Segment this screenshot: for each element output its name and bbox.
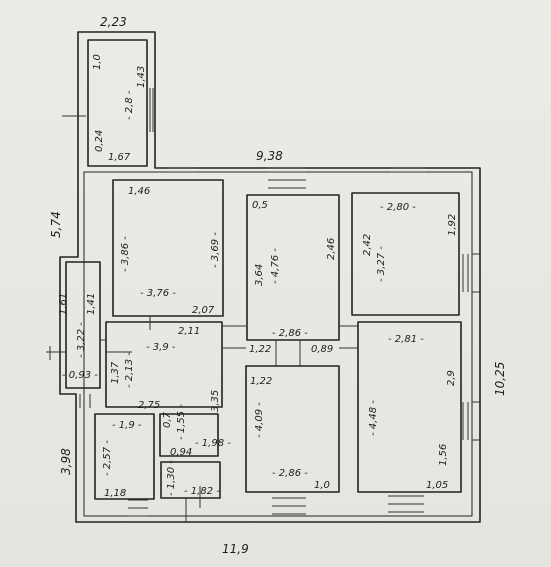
room-g-a: 0,7 — [162, 411, 173, 428]
room-d-h: - 4,48 - — [368, 400, 379, 436]
room-g-b: 0,94 — [170, 447, 192, 458]
porch-h1: 1,61 — [58, 293, 69, 315]
hall — [105, 321, 223, 408]
hall-h3: 3,35 — [210, 390, 221, 412]
outer-walls — [59, 31, 481, 523]
room-d-w: - 2,81 - — [388, 334, 424, 345]
label-right-height: 10,25 — [493, 362, 507, 396]
room-b-w: - 2,86 - — [272, 328, 308, 339]
room-h-h: - 1,30 - — [166, 460, 177, 496]
room-a-bottom: 2,07 — [192, 305, 215, 316]
room-b-h: 3,64 — [254, 264, 265, 286]
room-f-h: - 2,57 - — [102, 440, 113, 476]
label-bottom-width: 11,9 — [222, 542, 249, 556]
room-e-top: 1,22 — [250, 376, 272, 387]
annex-h-top: 1,0 — [92, 54, 103, 70]
room-f — [94, 413, 155, 500]
porch-w: - 0,93 - — [62, 370, 98, 381]
hall-h1: 1,37 — [110, 361, 121, 384]
room-c-h2: - 3,27 - — [376, 246, 387, 282]
hall-h2: - 2,13 - — [124, 352, 135, 388]
label-top-width: 9,38 — [256, 149, 283, 163]
room-b-h2: - 4,76 - — [270, 248, 281, 284]
room-a-h2: - 3,69 - — [210, 232, 221, 268]
room-a — [112, 179, 224, 317]
room-d-side: 2,9 — [446, 370, 457, 386]
room-h — [160, 461, 221, 499]
room-c — [351, 192, 460, 316]
room-f-w: - 1,9 - — [112, 420, 142, 431]
label-left-lower-height: 3,98 — [59, 448, 73, 475]
room-c-top: - 2,80 - — [380, 202, 416, 213]
room-g-w: - 1,98 - — [195, 438, 231, 449]
room-b-side: 2,46 — [326, 238, 337, 260]
room-g — [159, 413, 219, 457]
label-left-upper-height: 5,74 — [49, 211, 63, 238]
room-e — [245, 365, 340, 493]
annex-w-bottom: 1,67 — [108, 152, 131, 163]
hall-top: 2,11 — [178, 326, 200, 337]
room-a-w: - 3,76 - — [140, 288, 176, 299]
room-a-h: - 3,86 - — [120, 236, 131, 272]
hall-bottom: 2,75 — [138, 400, 160, 411]
room-a-top: 1,46 — [128, 186, 150, 197]
room-e-bottom: 1,0 — [314, 480, 330, 491]
room-c-side: 1,92 — [447, 214, 458, 236]
room-g-h: - 1,55 - — [176, 404, 187, 440]
room-b-bl: 1,22 — [249, 344, 271, 355]
room-d — [357, 321, 462, 493]
room-e-h: - 4,09 - — [254, 402, 265, 438]
porch-h2: 1,41 — [86, 293, 97, 315]
room-d-br: 1,05 — [426, 480, 448, 491]
room-b-br: 0,89 — [311, 344, 333, 355]
room-d-bl: 1,56 — [438, 444, 449, 466]
annex-h-main: - 2,8 - — [124, 90, 135, 120]
room-f-bottom: 1,18 — [104, 488, 126, 499]
label-top-annex-width: 2,23 — [100, 15, 127, 29]
interior-rooms — [94, 179, 462, 500]
dimension-labels: 2,23 9,38 5,74 10,25 3,98 11,9 1,0 - 2,8… — [49, 15, 507, 556]
room-b — [246, 194, 340, 341]
openings — [46, 88, 480, 522]
room-b-top: 0,5 — [252, 200, 268, 211]
room-e-w: - 2,86 - — [272, 468, 308, 479]
room-h-w: - 1,82 - — [184, 486, 220, 497]
porch-h3: - 3,22 - — [76, 322, 87, 358]
hall-w: - 3,9 - — [146, 342, 176, 353]
room-c-h: 2,42 — [362, 234, 373, 256]
annex-small: 0,24 — [94, 130, 105, 152]
annex-window: 1,43 — [136, 66, 147, 88]
